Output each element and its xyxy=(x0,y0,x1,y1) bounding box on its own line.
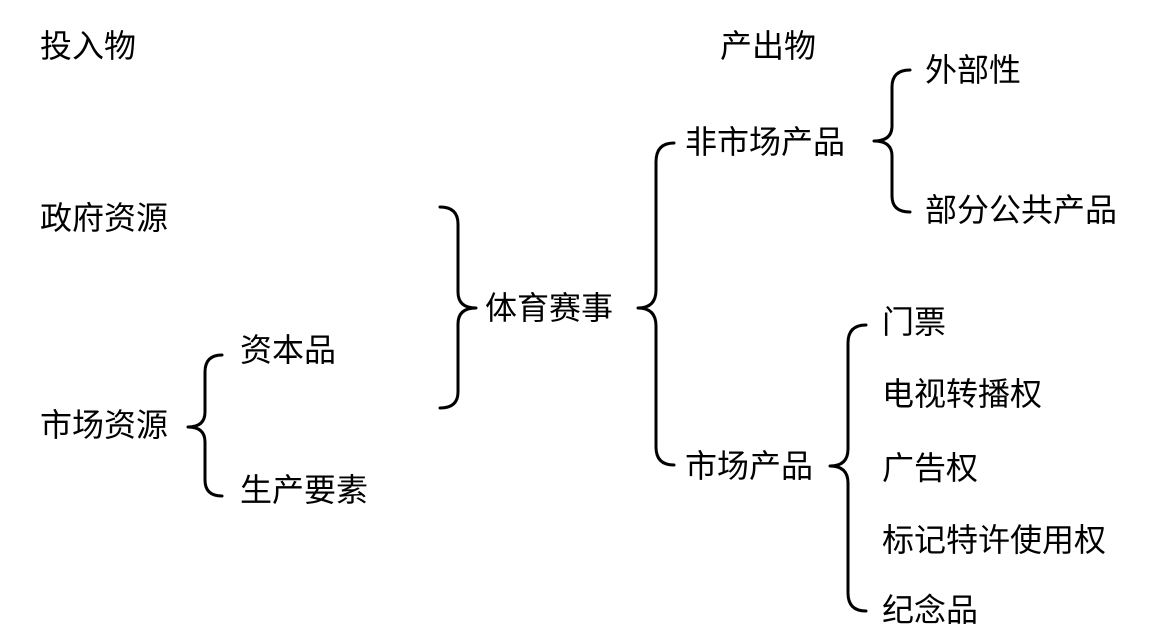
market-products: 市场产品 xyxy=(685,447,814,485)
bracket-event-inputs xyxy=(438,205,478,410)
government-resources: 政府资源 xyxy=(40,199,169,237)
trademark-licensing-rights: 标记特许使用权 xyxy=(882,521,1107,559)
capital-goods: 资本品 xyxy=(240,331,337,369)
bracket-event-outputs xyxy=(636,141,676,467)
market-resources: 市场资源 xyxy=(40,406,169,444)
partial-public-goods: 部分公共产品 xyxy=(925,191,1118,229)
inputs-header: 投入物 xyxy=(40,27,137,65)
bracket-market-products xyxy=(828,323,868,613)
bracket-non-market xyxy=(872,68,912,214)
non-market-products: 非市场产品 xyxy=(685,123,846,161)
sports-event: 体育赛事 xyxy=(485,289,614,327)
tv-broadcast-rights: 电视转播权 xyxy=(882,375,1043,413)
advertising-rights: 广告权 xyxy=(882,449,979,487)
outputs-header: 产出物 xyxy=(720,27,817,65)
souvenirs: 纪念品 xyxy=(882,591,979,629)
externalities: 外部性 xyxy=(925,51,1022,89)
bracket-market-resources xyxy=(186,353,224,498)
tickets: 门票 xyxy=(882,303,947,341)
production-factors: 生产要素 xyxy=(240,471,369,509)
